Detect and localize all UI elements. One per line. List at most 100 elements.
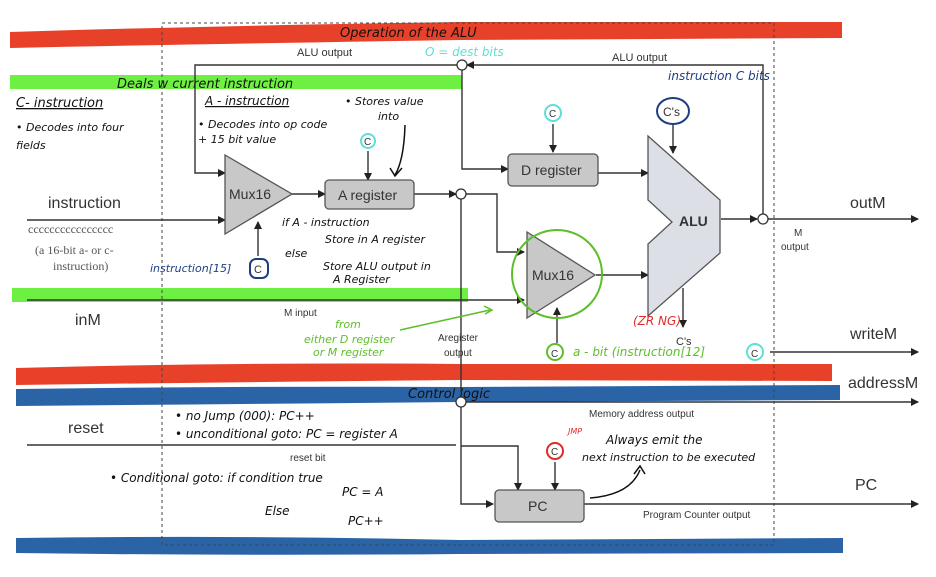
label-alu-output-right: ALU output	[612, 52, 667, 64]
control-c-dreg	[544, 104, 562, 122]
band-label-current-instruction: Deals w current instruction	[117, 77, 293, 92]
cpu-boundary	[161, 22, 775, 546]
highlight-circle-mux	[511, 229, 603, 319]
green-band-mid	[12, 288, 468, 302]
junction-alu-feedback	[456, 59, 468, 71]
control-c-instr15-label: C	[254, 264, 262, 276]
pc-register-label: PC	[528, 498, 547, 514]
pc-register[interactable]	[494, 489, 585, 523]
note-else-pc: Else	[265, 504, 290, 518]
control-c-jmp-label: C	[551, 447, 558, 458]
label-areg-output-1: Aregister	[438, 333, 479, 344]
label-alu-output-left: ALU output	[297, 47, 352, 59]
note-always-2: next instruction to be executed	[582, 451, 756, 464]
note-dest-bits: O = dest bits	[425, 45, 504, 59]
note-if-a-1: if A - instruction	[282, 216, 370, 229]
signal-instruction-desc-2: instruction)	[53, 259, 108, 273]
alu-label: ALU	[679, 213, 708, 229]
note-stores-value-1: • Stores value	[345, 95, 424, 108]
note-from-1: from	[335, 318, 361, 331]
junction-areg-out	[455, 188, 467, 200]
note-from-arrow	[399, 305, 494, 331]
signal-reset: reset	[68, 420, 104, 437]
note-always-1: Always emit the	[605, 433, 703, 447]
control-c-instr15	[249, 258, 269, 279]
note-a-instruction-2: + 15 bit value	[198, 133, 276, 146]
signal-outM: outM	[850, 195, 886, 212]
control-c-jmp	[546, 442, 564, 460]
note-a-bit: a - bit (instruction[12]	[573, 345, 705, 359]
mux16-b[interactable]	[526, 230, 597, 320]
note-else-3: A Register	[332, 273, 391, 286]
note-else-2: Store ALU output in	[323, 260, 431, 273]
label-areg-output-2: output	[444, 348, 472, 359]
note-c-instruction-1: • Decodes into four	[16, 121, 125, 134]
red-band-bottom	[16, 363, 832, 385]
alu[interactable]	[647, 134, 721, 318]
green-band-top	[10, 75, 462, 89]
junction-addressM	[455, 396, 467, 408]
note-stores-arrow	[389, 124, 406, 178]
label-m-input: M input	[284, 308, 317, 319]
label-memory-address: Memory address output	[589, 409, 694, 420]
signal-writeM: writeM	[849, 326, 897, 343]
wire-alu-feedback-right	[466, 61, 764, 215]
note-c-instruction-2: fields	[16, 139, 46, 152]
note-c-instruction-title: C- instruction	[16, 96, 103, 111]
band-label-alu: Operation of the ALU	[340, 26, 477, 41]
label-m-output-1: M	[794, 228, 802, 239]
note-if-a-2: Store in A register	[325, 233, 426, 246]
control-c-writeM-label: C	[751, 349, 758, 360]
wire-alu-feedback-left	[194, 64, 458, 177]
control-cs-alu	[656, 97, 690, 125]
note-instruction-c-bits: instruction C bits	[668, 69, 770, 83]
signal-instruction-desc-1: (a 16-bit a- or c-	[35, 243, 114, 257]
junction-alu-out	[757, 213, 769, 225]
control-c-dreg-label: C	[549, 109, 556, 120]
note-unconditional: • unconditional goto: PC = register A	[175, 427, 398, 441]
signal-instruction: instruction	[48, 195, 121, 212]
d-register-label: D register	[521, 162, 582, 178]
note-from-3: or M register	[313, 346, 385, 359]
control-c-areg	[360, 133, 376, 149]
note-pc-pp: PC++	[348, 514, 384, 528]
label-reset-bit: reset bit	[290, 453, 326, 464]
note-a-instruction-title: A - instruction	[204, 94, 289, 108]
mux16-b-label: Mux16	[532, 267, 574, 283]
note-stores-value-2: into	[378, 110, 399, 123]
control-c-abit	[546, 343, 564, 361]
blue-band-bottom	[16, 536, 843, 555]
note-a-instruction-1: • Decodes into op code	[198, 118, 328, 131]
note-pc-eq-a: PC = A	[342, 485, 384, 499]
note-zr-ng: (ZR NG)	[633, 314, 681, 328]
control-c-writeM	[746, 343, 764, 361]
wire-alu-to-d	[461, 70, 509, 173]
signal-inM: inM	[75, 312, 101, 329]
note-always-arrow	[589, 464, 646, 499]
label-m-output-2: output	[781, 242, 809, 253]
wire-a-to-pc-load	[460, 407, 494, 508]
control-c-areg-label: C	[364, 137, 371, 148]
a-register-label: A register	[338, 187, 397, 203]
wire-a-to-pc	[461, 445, 522, 491]
signal-addressM: addressM	[848, 375, 918, 392]
note-conditional: • Conditional goto: if condition true	[110, 471, 323, 485]
signal-pc: PC	[855, 477, 877, 494]
mux16-a-label: Mux16	[229, 186, 271, 202]
a-register[interactable]	[324, 179, 415, 210]
note-no-jump: • no Jump (000): PC++	[175, 409, 315, 423]
note-jmp: JMP	[566, 427, 582, 436]
wire-areg-to-mux	[466, 193, 525, 256]
signal-instruction-bits: cccccccccccccccc	[28, 222, 113, 236]
note-from-2: either D register	[304, 333, 396, 346]
mux16-a[interactable]	[224, 153, 294, 236]
label-program-counter: Program Counter output	[643, 510, 751, 521]
blue-band-control	[16, 385, 840, 406]
d-register[interactable]	[507, 153, 599, 187]
control-cs-alu-label: C's	[663, 105, 680, 119]
control-c-abit-label: C	[551, 349, 558, 360]
note-instruction-15: instruction[15]	[150, 262, 231, 275]
red-band-top	[10, 22, 842, 48]
label-cs-alu-out: C's	[676, 336, 692, 348]
